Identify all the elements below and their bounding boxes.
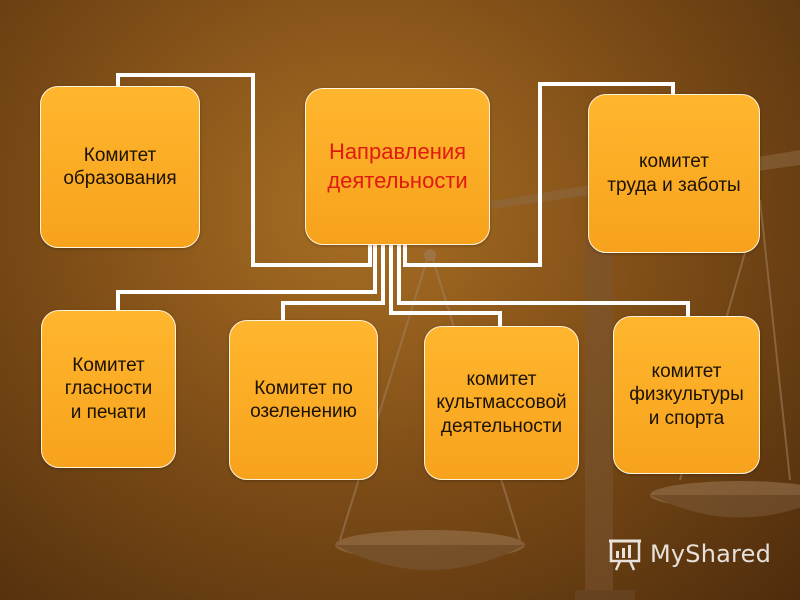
connector-culture bbox=[389, 245, 502, 328]
connector-sports bbox=[397, 245, 690, 318]
connector-education bbox=[116, 73, 372, 267]
committee-education-box: Комитет образования bbox=[40, 86, 200, 248]
myshared-watermark: MyShared bbox=[608, 536, 771, 572]
watermark-text: MyShared bbox=[650, 540, 772, 568]
center-directions-label: Направления деятельности bbox=[327, 138, 468, 193]
connector-publicity bbox=[116, 245, 377, 312]
committee-publicity-box: Комитет гласности и печати bbox=[41, 310, 176, 468]
connector-greening bbox=[281, 245, 385, 322]
committee-labor-care-box: комитет труда и заботы bbox=[588, 94, 760, 253]
committee-culture-label: комитет культмассовой деятельности bbox=[436, 369, 567, 437]
committee-culture-box: комитет культмассовой деятельности bbox=[424, 326, 579, 480]
center-directions-box: Направления деятельности bbox=[305, 88, 490, 245]
committee-greening-label: Комитет по озеленению bbox=[250, 377, 357, 422]
connector-labor-care bbox=[403, 82, 675, 267]
committee-publicity-label: Комитет гласности и печати bbox=[64, 355, 153, 423]
committee-greening-box: Комитет по озеленению bbox=[229, 320, 378, 480]
committee-education-label: Комитет образования bbox=[63, 144, 177, 189]
committee-labor-care-label: комитет труда и заботы bbox=[607, 151, 741, 196]
committee-sports-label: комитет физкультуры и спорта bbox=[629, 361, 744, 429]
committee-sports-box: комитет физкультуры и спорта bbox=[613, 316, 760, 474]
presentation-board-icon bbox=[609, 539, 641, 571]
